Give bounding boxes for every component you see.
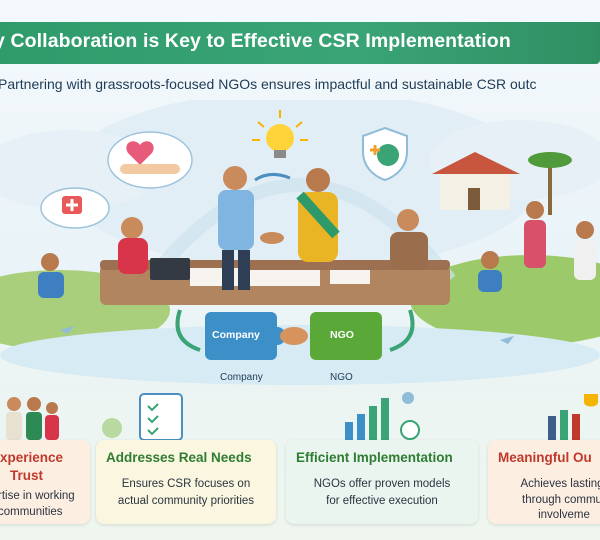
card-text: communities [0,506,63,518]
health-badge [40,187,110,229]
paper-plane-icon [500,336,514,344]
card-text: actual community priorities [117,495,255,507]
card-text: Ensures CSR focuses on [121,478,251,490]
growth-chart-icon [345,392,420,440]
palm-tree [528,152,572,215]
cycle-arrow-right [389,309,415,352]
card-efficient-implementation: Efficient Implementation NGOs offer prov… [286,440,478,524]
card-title: Addresses Real Needs [106,450,252,465]
card-title-line2: Trust [10,468,44,483]
ngo-puzzle-piece [310,312,382,360]
page-title: y Collaboration is Key to Effective CSR … [0,30,511,52]
card-title: Meaningful Ou [498,450,592,465]
handshake-icon [260,232,284,244]
card-text: for effective execution [326,495,438,507]
card-text: rtise in working [0,490,75,502]
card-text: Achieves lasting [520,478,600,490]
person-woman-laptop [118,217,190,280]
arrow-icon [254,173,291,182]
person-man-seated [390,209,428,270]
company-piece-label: Company [212,329,260,341]
card-meaningful-outcomes: Meaningful Ou Achieves lasting through c… [488,440,600,524]
card-title: xperience [0,450,64,465]
cycle-arrow-left [175,309,201,352]
card-text: NGOs offer proven models [313,478,451,490]
company-caption: Company [220,372,263,383]
heart-handshake-badge [107,131,193,189]
paper-plane-icon [60,326,74,334]
card-illustrations [6,392,598,441]
person-man-company [218,166,254,290]
man-farmer [574,221,596,280]
person-woman-ngo [296,168,340,262]
village-house [432,152,520,210]
company-puzzle-piece [205,312,286,360]
shield-icon [362,126,408,182]
card-addresses-real-needs: Addresses Real Needs Ensures CSR focuses… [96,440,276,524]
water-area [0,325,600,385]
title-banner [0,22,600,64]
card-text: involveme [538,509,590,521]
child-reading-right [478,251,502,292]
page-subtitle: Partnering with grassroots-focused NGOs … [0,76,537,92]
trophy-team-icon [548,394,598,440]
ngo-piece-label: NGO [330,329,354,341]
woman-water-pump [524,201,546,268]
card-experience-trust: xperience Trust rtise in working communi… [0,440,90,524]
community-people-icon [6,397,59,440]
card-text: through commu [522,494,600,506]
child-reading-left [38,253,64,298]
lightbulb-icon [252,110,308,158]
field-right [410,255,600,345]
puzzle-handshake-icon [280,327,308,345]
clipboard-checklist-icon [102,393,183,441]
ngo-caption: NGO [330,372,353,383]
collaboration-illustration [0,100,600,385]
card-title: Efficient Implementation [296,450,453,465]
